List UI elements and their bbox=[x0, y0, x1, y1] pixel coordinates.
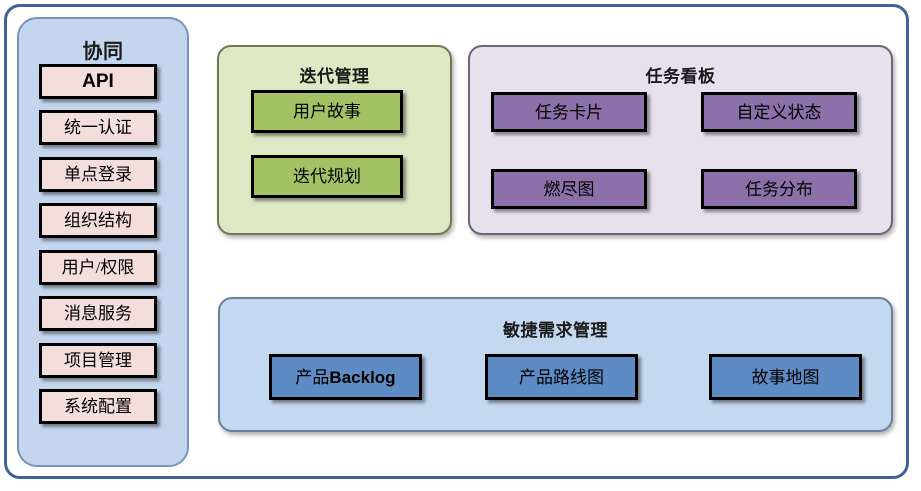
sidebar-item-org-structure[interactable]: 组织结构 bbox=[39, 203, 157, 238]
sidebar-item-user-permission[interactable]: 用户/权限 bbox=[39, 250, 157, 285]
panel-iteration-management[interactable]: 迭代管理 bbox=[217, 45, 452, 235]
panel-collaboration-title: 协同 bbox=[82, 41, 124, 63]
taskboard-item-task-card[interactable]: 任务卡片 bbox=[491, 92, 647, 132]
agile-item-product-backlog-strong: Backlog bbox=[329, 367, 396, 387]
sidebar-item-api[interactable]: API bbox=[39, 64, 157, 99]
taskboard-item-custom-status[interactable]: 自定义状态 bbox=[701, 92, 857, 132]
sidebar-item-unified-auth[interactable]: 统一认证 bbox=[39, 110, 157, 145]
sidebar-item-sso[interactable]: 单点登录 bbox=[39, 157, 157, 192]
agile-item-story-map[interactable]: 故事地图 bbox=[709, 354, 862, 400]
sidebar-item-message-service[interactable]: 消息服务 bbox=[39, 296, 157, 331]
sidebar-item-system-config[interactable]: 系统配置 bbox=[39, 389, 157, 424]
taskboard-item-task-distribution[interactable]: 任务分布 bbox=[701, 169, 857, 209]
iteration-item-iteration-planning[interactable]: 迭代规划 bbox=[251, 155, 403, 198]
agile-item-product-roadmap[interactable]: 产品路线图 bbox=[485, 354, 638, 400]
panel-task-board-title: 任务看板 bbox=[645, 67, 716, 86]
panel-iteration-management-title: 迭代管理 bbox=[299, 67, 370, 86]
sidebar-item-project-management[interactable]: 项目管理 bbox=[39, 343, 157, 378]
iteration-item-user-story[interactable]: 用户故事 bbox=[251, 90, 403, 133]
taskboard-item-burndown-chart[interactable]: 燃尽图 bbox=[491, 169, 647, 209]
agile-item-product-backlog-prefix: 产品 bbox=[295, 367, 330, 387]
panel-agile-requirement-management-title: 敏捷需求管理 bbox=[503, 321, 608, 340]
